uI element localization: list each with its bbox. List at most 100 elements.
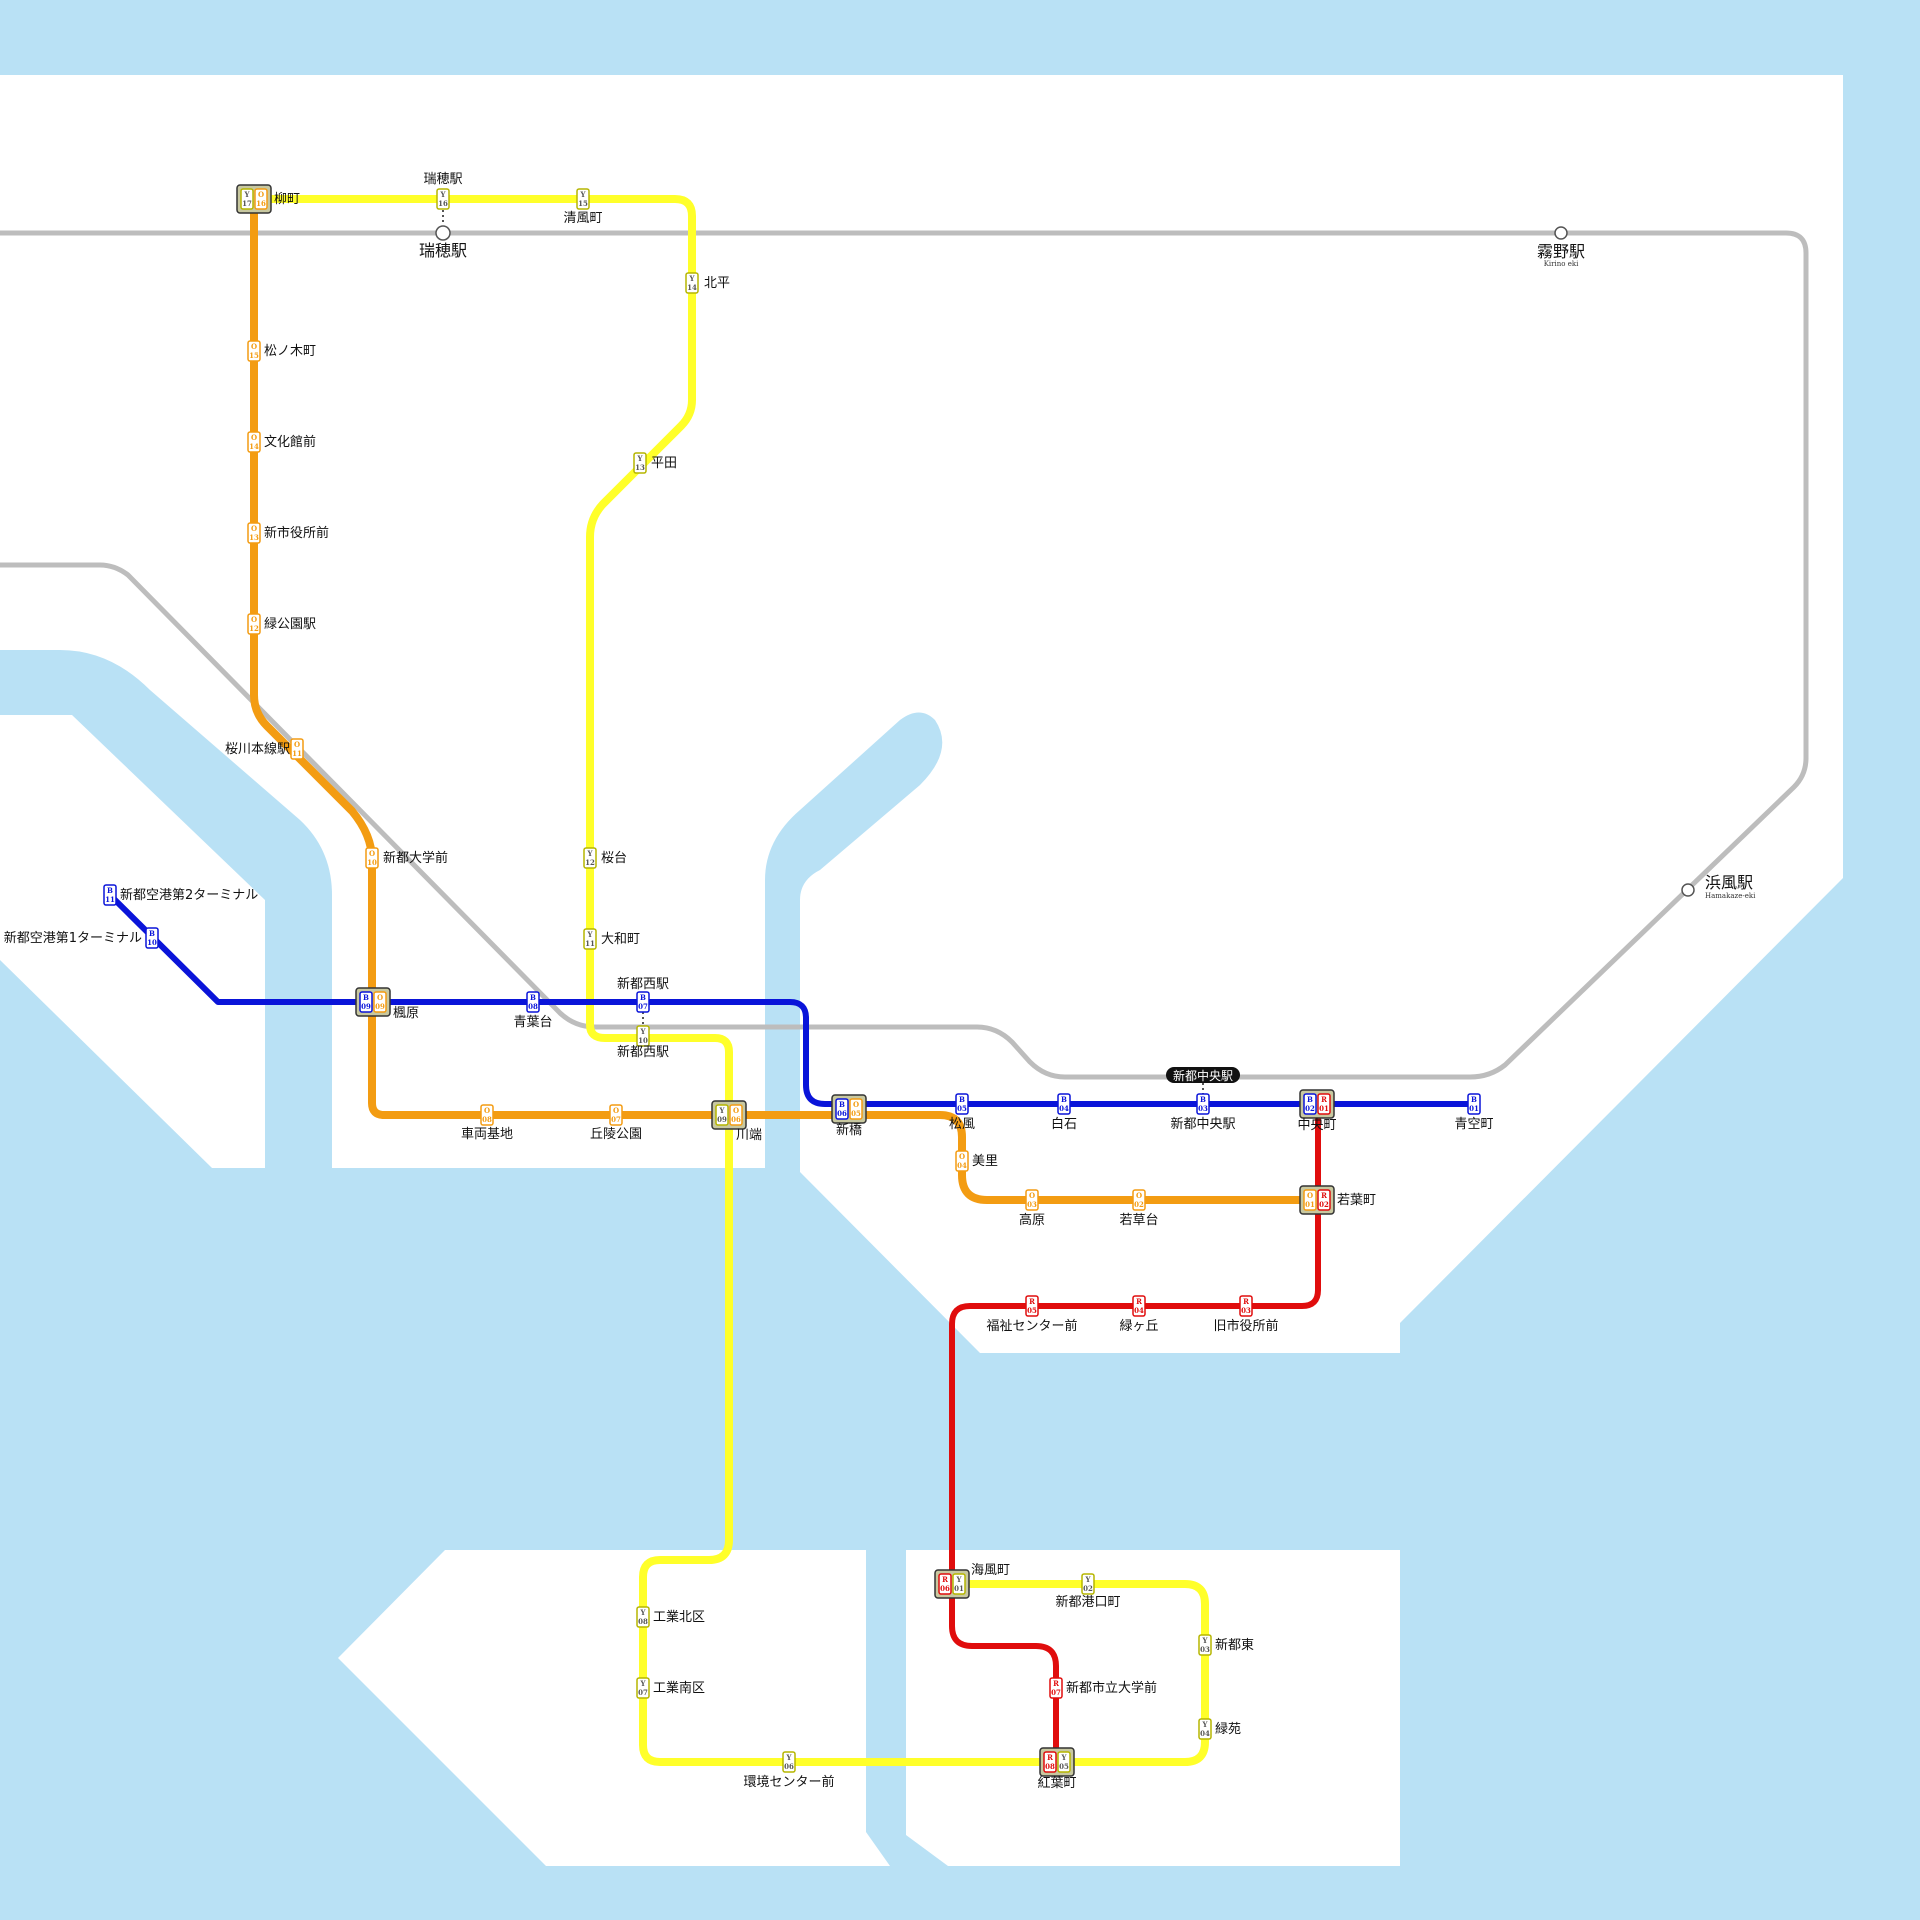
station-code-badge [782,1751,796,1773]
station-code-line: Y [1202,1720,1209,1729]
station-code-badge [1081,1573,1095,1595]
station-code-badge [1303,1093,1317,1115]
station-name-label: 新都市立大学前 [1066,1680,1157,1696]
line-O [250,195,1329,1204]
station-name-label: 青葉台 [513,1015,552,1030]
station-code-badge [1049,1677,1063,1699]
station-code-badge [247,522,261,544]
station-code-badge [1132,1295,1146,1317]
land-industrial-island [338,1550,890,1866]
station-code-line: Y [1202,1636,1209,1645]
station-code-badge [636,991,650,1013]
station-code-badge [835,1098,849,1120]
station-name-label: 新市役所前 [264,525,329,541]
station-code-number: 04 [957,1161,967,1170]
station-code-line: B [1061,1095,1067,1104]
station-code-badge [583,847,597,869]
station-code-badge [636,1606,650,1628]
station-code-line: R [1243,1297,1249,1306]
station-name-label: 北平 [704,276,730,291]
station-name-label: 若葉町 [1337,1192,1376,1208]
station-code-number: 08 [528,1002,538,1011]
station-code-line: R [1029,1297,1035,1306]
station-code-badge [103,884,117,906]
station-code-line: O [1136,1191,1142,1200]
station-code-number: 05 [1059,1762,1069,1771]
station-code-badge [1057,1093,1071,1115]
jr-station-kirino-label: 霧野駅 [1537,242,1585,261]
station-name-label: 川端 [736,1128,762,1143]
station-b08[interactable]: B08 青葉台 [513,991,553,1030]
station-code-line: B [149,929,155,938]
station-code-number: 01 [1469,1104,1479,1113]
station-name-label: 美里 [972,1154,998,1169]
station-code-number: 07 [1051,1688,1061,1697]
station-code-line: Y [689,274,696,283]
station-code-number: 15 [249,351,259,360]
station-code-badge [636,1677,650,1699]
station-code-line: Y [1061,1753,1068,1762]
station-name-label: 車両基地 [461,1127,513,1142]
station-code-badge [576,188,590,210]
station-code-line: Y [440,190,447,199]
station-code-line: Y [580,190,587,199]
station-code-number: 11 [105,895,115,904]
station-code-line: B [530,993,536,1002]
station-code-badge [938,1573,952,1595]
station-code-number: 10 [638,1036,648,1045]
station-code-number: 01 [954,1584,964,1593]
station-name-label: 緑苑 [1215,1722,1241,1737]
station-code-line: Y [587,849,594,858]
station-name-label: 海風町 [971,1563,1010,1578]
station-name-label: 旧市役所前 [1213,1318,1278,1334]
jr-station-hamakaze-marker [1681,883,1695,897]
land-airport-island [0,715,265,1168]
station-code-number: 02 [1083,1584,1093,1593]
station-code-line: B [1307,1095,1313,1104]
